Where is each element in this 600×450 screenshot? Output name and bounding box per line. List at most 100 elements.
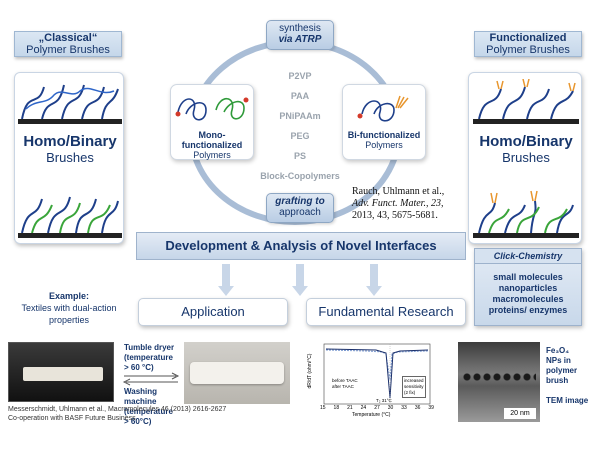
washing-machine-label: Washing machine (temperature > 60°C)	[124, 387, 186, 427]
classical-brush-title-bold: Homo/Binary	[23, 133, 117, 150]
click-item: macromolecules	[492, 294, 564, 304]
footnote: Messerschmidt, Uhlmann et al., Macromole…	[8, 405, 308, 423]
classical-header: „Classical“ Polymer Brushes	[14, 31, 122, 57]
footnote-line1: Messerschmidt, Uhlmann et al., Macromole…	[8, 406, 227, 413]
textile-fabric	[190, 362, 284, 384]
bi-polymer-illustration	[357, 95, 409, 122]
fe3o4-l4: brush	[546, 376, 569, 385]
tumble-l3: > 60 °C)	[124, 363, 154, 372]
tumble-dryer-label: Tumble dryer (temperature > 60 °C)	[124, 343, 186, 373]
chart-peak-label: T₂ 31°C	[376, 398, 392, 403]
bi-functionalized-card: Bi-functionalized Polymers	[342, 84, 426, 160]
reference-line2: Adv. Funct. Mater., 23,	[352, 198, 444, 209]
synthesis-line2: via ATRP	[278, 34, 322, 45]
xtick: 15	[320, 405, 326, 411]
chart-annotation: increased sensitivity (2 fix)	[402, 376, 426, 398]
polymer-item: PNiPAAm	[279, 111, 321, 121]
fe3o4-label: Fe₃O₄ NPs in polymer brush	[546, 346, 598, 386]
legend-item: after TAAC	[332, 384, 354, 389]
functionalized-brush-panel: Homo/Binary Brushes	[468, 72, 582, 244]
classical-brush-title: Homo/Binary Brushes	[15, 133, 125, 165]
mono-polymer-illustration	[175, 97, 249, 121]
fe3o4-l1: Fe₃O₄	[546, 346, 570, 355]
xtick: 33	[401, 405, 407, 411]
functionalized-header: Functionalized Polymer Brushes	[474, 31, 582, 57]
fe3o4-l2: NPs in	[546, 356, 571, 365]
binary-brush-illustration	[18, 196, 122, 238]
classical-header-line2: Polymer Brushes	[26, 44, 110, 56]
synthesis-line1: synthesis	[279, 23, 321, 34]
grafting-label: grafting to approach	[266, 193, 334, 223]
xtick: 39	[428, 405, 434, 411]
example-text: Example: Textiles with dual-action prope…	[4, 290, 134, 326]
click-chemistry-title: Click-Chemistry	[475, 249, 581, 264]
fabric-strip	[23, 367, 103, 381]
polymer-list: P2VP PAA PNiPAAm PEG PS Block-Copolymers	[250, 66, 350, 186]
fundamental-research-box: Fundamental Research	[306, 298, 466, 326]
annotation-line: (2 fix)	[404, 390, 416, 395]
washing-l4: > 60°C)	[124, 417, 152, 426]
tumble-l2: (temperature	[124, 353, 173, 362]
xtick: 18	[333, 405, 340, 411]
polymer-item: Block-Copolymers	[260, 171, 340, 181]
mono-label-normal: Polymers	[193, 150, 231, 160]
click-item: proteins/ enzymes	[488, 305, 568, 315]
annotation-line: increased	[404, 378, 424, 383]
classical-brush-panel: Homo/Binary Brushes	[14, 72, 124, 244]
polymer-item: PS	[293, 151, 306, 161]
nanoparticle-row	[462, 372, 536, 382]
xtick: 36	[414, 405, 421, 411]
textile-closeup-photo	[184, 342, 290, 404]
washing-l3: (temperature	[124, 407, 173, 416]
classical-header-line1: „Classical“	[38, 32, 98, 44]
annotation-line: sensitivity	[404, 384, 424, 389]
functionalized-header-line2: Polymer Brushes	[486, 44, 570, 56]
example-title: Example:	[48, 291, 90, 301]
bi-label-normal: Polymers	[365, 140, 403, 150]
xtick: 30	[387, 405, 394, 411]
click-item: small molecules	[493, 272, 563, 282]
example-line3: properties	[48, 315, 90, 325]
washing-l1: Washing	[124, 387, 158, 396]
homo-brush-illustration	[18, 84, 122, 124]
mono-functionalized-card: Mono-functionalized Polymers	[170, 84, 254, 160]
functional-binary-brush-illustration	[473, 190, 579, 238]
double-arrow-icon	[122, 372, 180, 386]
chart-xticks: 15 18 21 24 27 30 33 36 39	[320, 405, 434, 411]
tem-image: 20 nm	[458, 342, 540, 422]
chart-legend: before TAAC after TAAC	[332, 378, 358, 390]
grafting-line1: grafting to	[275, 196, 325, 207]
fe3o4-l3: polymer	[546, 366, 578, 375]
click-item: nanoparticles	[498, 283, 558, 293]
footnote-line2: Co-operation with BASF Future Business	[8, 415, 136, 422]
xtick: 21	[347, 405, 353, 411]
reference-line3: 2013, 43, 5675-5681.	[352, 210, 438, 221]
mono-label-bold: Mono-functionalized	[181, 130, 243, 150]
tumble-l1: Tumble dryer	[124, 343, 175, 352]
tem-scale-bar: 20 nm	[504, 408, 536, 419]
grafting-line2: approach	[279, 207, 321, 218]
textile-machine-photo	[8, 342, 114, 402]
tem-image-label: TEM image	[546, 396, 589, 405]
polymer-item: PAA	[290, 91, 310, 101]
functionalized-header-line1: Functionalized	[489, 32, 567, 44]
bi-label-bold: Bi-functionalized	[347, 130, 421, 140]
functionalized-brush-title-normal: Brushes	[502, 150, 550, 165]
polymer-item: PEG	[290, 131, 310, 141]
flow-arrows	[218, 264, 382, 296]
polymer-item: P2VP	[288, 71, 312, 81]
reference-line1: Rauch, Uhlmann et al.,	[352, 186, 445, 197]
reference: Rauch, Uhlmann et al., Adv. Funct. Mater…	[352, 186, 468, 222]
click-chemistry-box: Click-Chemistry small molecules nanopart…	[474, 248, 582, 326]
classical-brush-title-normal: Brushes	[46, 150, 94, 165]
functional-homo-brush-illustration	[473, 79, 579, 124]
development-banner: Development & Analysis of Novel Interfac…	[136, 232, 466, 260]
example-line2: Textiles with dual-action	[21, 303, 117, 313]
xtick: 24	[360, 405, 367, 411]
sensitivity-chart: dR/dT (ohm/°C) 15 18 21 24 27 30 33 36 3…	[306, 340, 434, 420]
functionalized-brush-title: Homo/Binary Brushes	[469, 133, 583, 165]
washing-l2: machine	[124, 397, 157, 406]
synthesis-label: synthesis via ATRP	[266, 20, 334, 50]
application-box: Application	[138, 298, 288, 326]
chart-xlabel: Temperature (°C)	[352, 412, 391, 418]
